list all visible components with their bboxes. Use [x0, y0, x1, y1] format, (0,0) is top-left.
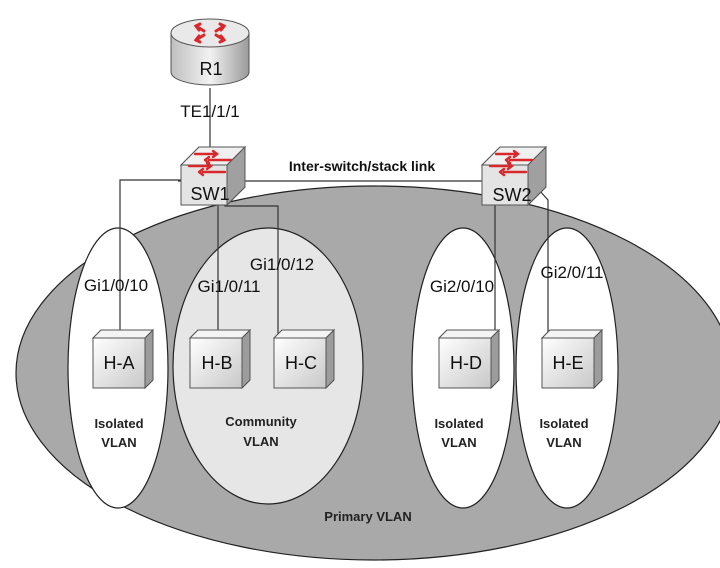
isolated-vlan-e-label: Isolated VLAN [539, 416, 588, 450]
community-vlan-zone [172, 227, 364, 505]
port-label-gi1-0-11: Gi1/0/11 [197, 277, 260, 296]
host-label: H-A [104, 353, 135, 373]
switch-label-sw2: SW2 [492, 185, 531, 205]
port-label-gi1-0-12: Gi1/0/12 [250, 255, 314, 274]
host-h-d[interactable]: H-D [438, 329, 500, 389]
community-vlan-label: Community VLAN [225, 414, 297, 449]
zone-label-line1: Isolated [539, 416, 588, 431]
zone-label-line1: Isolated [94, 416, 143, 431]
host-h-b[interactable]: H-B [189, 329, 251, 389]
port-label-gi2-0-11: Gi2/0/11 [540, 263, 603, 282]
host-h-e[interactable]: H-E [541, 329, 603, 389]
link-gi1-0-10 [119, 179, 182, 356]
switch-sw2[interactable]: SW2 [480, 145, 548, 207]
router-r1[interactable]: R1 [170, 18, 250, 86]
host-label: H-B [202, 353, 233, 373]
router-icon [170, 18, 250, 86]
interswitch-link-label: Inter-switch/stack link [289, 158, 435, 174]
primary-vlan-label: Primary VLAN [324, 509, 411, 524]
host-label: H-E [553, 353, 584, 373]
host-h-a[interactable]: H-A [92, 329, 154, 389]
zone-label-line2: VLAN [101, 435, 136, 450]
port-label-gi1-0-10: Gi1/0/10 [84, 276, 148, 295]
host-h-c[interactable]: H-C [273, 329, 335, 389]
isolated-vlan-d-label: Isolated VLAN [434, 416, 483, 450]
host-label: H-C [285, 353, 317, 373]
zone-label-line1: Isolated [434, 416, 483, 431]
switch-sw1[interactable]: SW1 [179, 145, 247, 207]
uplink-port-label: TE1/1/1 [180, 102, 240, 121]
zone-label-line2: VLAN [243, 434, 278, 449]
port-label-gi2-0-10: Gi2/0/10 [430, 277, 494, 296]
zone-label-line2: VLAN [441, 435, 476, 450]
isolated-vlan-a-label: Isolated VLAN [94, 416, 143, 450]
router-label: R1 [199, 59, 222, 79]
host-label: H-D [450, 353, 482, 373]
zone-label-line1: Community [225, 414, 297, 429]
switch-label-sw1: SW1 [190, 184, 229, 204]
zone-label-line2: VLAN [546, 435, 581, 450]
